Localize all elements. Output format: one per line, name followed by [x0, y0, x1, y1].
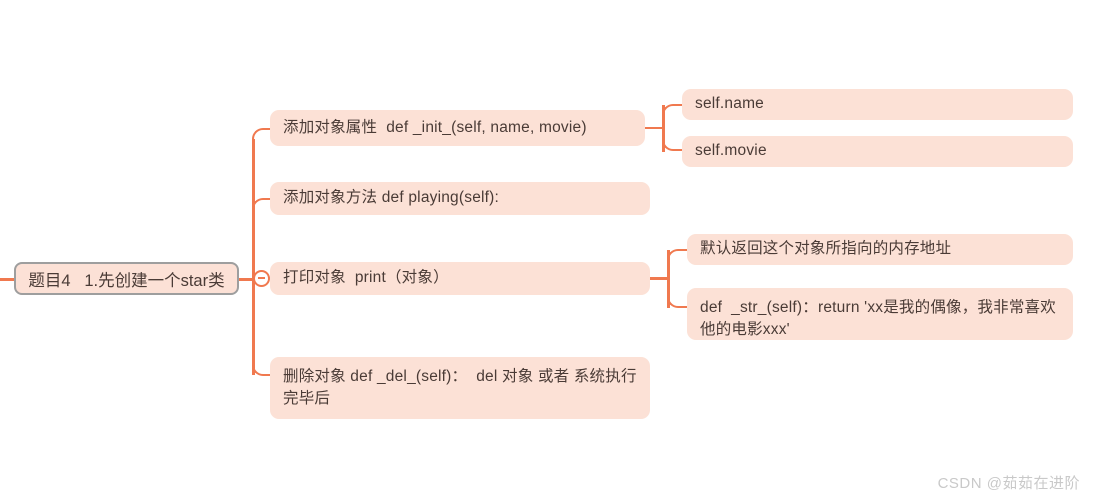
branch-1-elbow	[252, 128, 274, 140]
root-left-stub	[0, 278, 14, 281]
leaf-node-self-name[interactable]: self.name	[682, 89, 1073, 120]
leaf-node-default-return-label: 默认返回这个对象所指向的内存地址	[700, 240, 952, 258]
leaf-node-self-movie-label: self.movie	[695, 142, 767, 160]
leaf-node-str-method[interactable]: def _str_(self)：return 'xx是我的偶像，我非常喜欢他的电…	[687, 288, 1073, 340]
collapse-toggle-icon[interactable]	[253, 269, 270, 287]
branch-node-print-object[interactable]: 打印对象 print（对象）	[270, 262, 650, 295]
root-to-toggle-link	[239, 278, 253, 281]
branch-node-delete-object-label: 删除对象 def _del_(self)： del 对象 或者 系统执行完毕后	[283, 368, 637, 408]
root-node[interactable]: 题目4 1.先创建一个star类	[14, 262, 239, 295]
leaf-self-name-elbow	[662, 104, 684, 127]
branch-2-elbow	[252, 198, 274, 210]
leaf-str-method-elbow	[667, 277, 689, 308]
branch-node-add-attributes-label: 添加对象属性 def _init_(self, name, movie)	[283, 118, 587, 136]
leaf-default-return-elbow	[667, 249, 689, 278]
branch-4-elbow	[252, 364, 274, 376]
branch-node-add-method[interactable]: 添加对象方法 def playing(self):	[270, 182, 650, 215]
branch-1-to-children-link	[645, 126, 663, 130]
leaf-node-str-method-label: def _str_(self)：return 'xx是我的偶像，我非常喜欢他的电…	[700, 299, 1056, 339]
csdn-watermark: CSDN @茹茹在进阶	[938, 472, 1080, 493]
leaf-node-self-movie[interactable]: self.movie	[682, 136, 1073, 167]
csdn-watermark-text: CSDN @茹茹在进阶	[937, 475, 1080, 492]
leaf-node-default-return[interactable]: 默认返回这个对象所指向的内存地址	[687, 234, 1073, 265]
branch-node-add-attributes[interactable]: 添加对象属性 def _init_(self, name, movie)	[270, 110, 645, 146]
branch-node-delete-object[interactable]: 删除对象 def _del_(self)： del 对象 或者 系统执行完毕后	[270, 357, 650, 419]
leaf-node-self-name-label: self.name	[695, 95, 764, 113]
branch-3-to-children-link	[650, 277, 668, 280]
branch-node-print-object-label: 打印对象 print（对象）	[283, 269, 449, 287]
branch-node-add-method-label: 添加对象方法 def playing(self):	[283, 189, 500, 207]
trunk-lower	[252, 277, 255, 375]
leaf-self-movie-elbow	[662, 127, 684, 151]
root-node-label: 题目4 1.先创建一个star类	[28, 271, 225, 290]
